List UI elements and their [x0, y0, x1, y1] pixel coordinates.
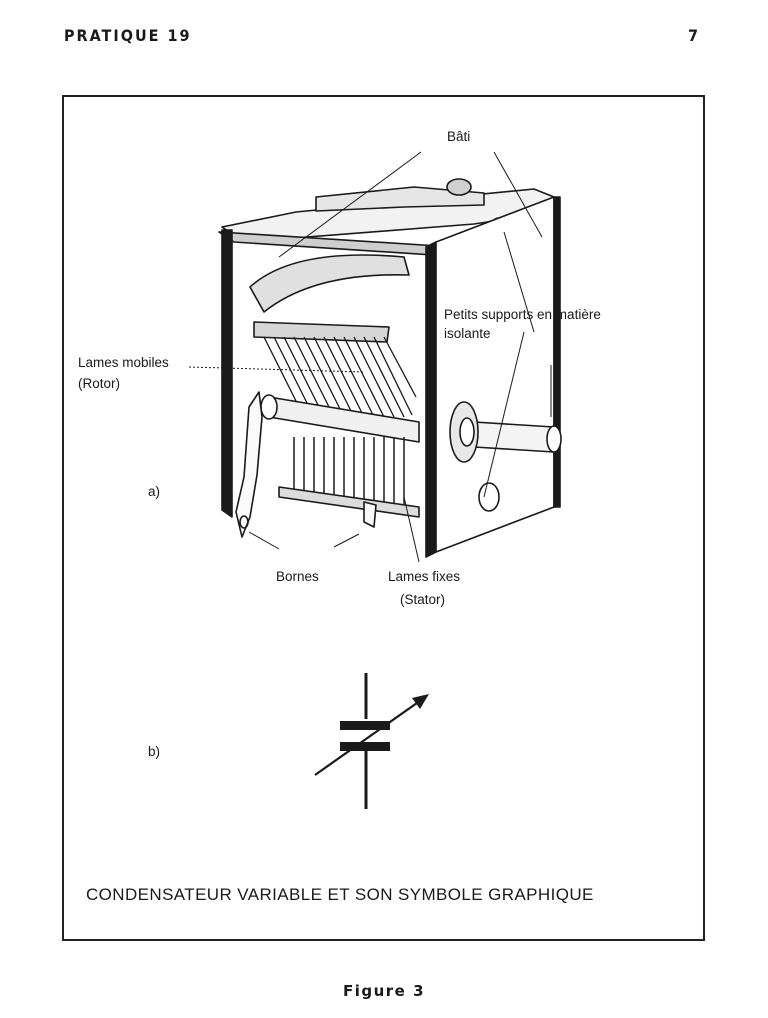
label-bati: Bâti: [447, 129, 471, 144]
label-petits-supports-line2: isolante: [444, 326, 491, 341]
label-petits-supports-line1: Petits supports en matière: [444, 307, 601, 322]
variable-capacitor-symbol: [314, 673, 429, 809]
label-lames-fixes-line1: Lames fixes: [388, 569, 461, 584]
label-bornes: Bornes: [276, 569, 319, 584]
label-part-b: b): [148, 744, 161, 759]
label-part-a: a): [148, 484, 161, 499]
page-number: 7: [688, 26, 701, 45]
figure-caption: CONDENSATEUR VARIABLE ET SON SYMBOLE GRA…: [86, 885, 594, 904]
label-lames-fixes-line2: (Stator): [400, 592, 446, 607]
label-lames-mobiles-line1: Lames mobiles: [78, 355, 169, 370]
variable-capacitor-illustration: [188, 151, 562, 809]
figure-frame: Bâti Petits supports en matière isolante…: [62, 95, 705, 941]
label-lames-mobiles-line2: (Rotor): [78, 376, 121, 391]
figure-number-label: Figure 3: [342, 982, 426, 1000]
page-header-title: PRATIQUE 19: [64, 26, 192, 45]
